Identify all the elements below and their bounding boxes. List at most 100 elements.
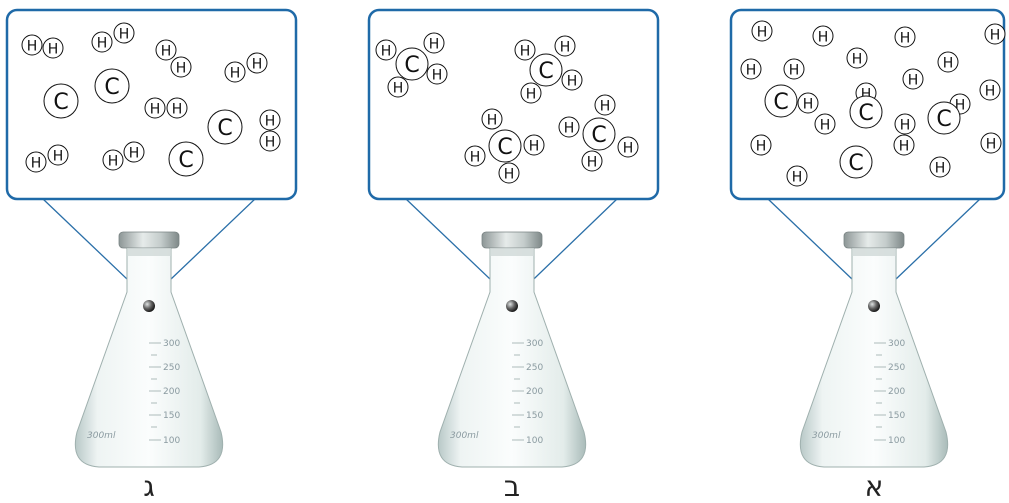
- hydrogen-atom: H: [820, 118, 831, 134]
- carbon-atom: C: [538, 59, 553, 84]
- hydrogen-atom: H: [818, 30, 829, 46]
- zoom-point: [868, 300, 880, 312]
- hydrogen-atom: H: [265, 135, 276, 151]
- hydrogen-atom: H: [53, 149, 64, 165]
- hydrogen-atom: H: [792, 170, 803, 186]
- panel-bet: H H H H C H H H H C H H H H C: [367, 8, 660, 301]
- panel-gimel: H H H H H H H H H H H H: [5, 8, 298, 301]
- hydrogen-atom: H: [943, 56, 954, 72]
- hydrogen-atom: H: [587, 155, 598, 171]
- scale-label: 150: [163, 411, 180, 421]
- hydrogen-atom: H: [97, 36, 108, 52]
- methane-molecule: H H H H C: [558, 94, 639, 172]
- scale-label: 150: [526, 411, 543, 421]
- hydrogen-atom: H: [504, 167, 515, 183]
- hydrogen-atom: H: [31, 156, 42, 172]
- hydrogen-atom: H: [176, 61, 187, 77]
- scale-label: 100: [526, 436, 543, 446]
- scale-label: 100: [163, 436, 180, 446]
- hydrogen-atom: H: [852, 52, 863, 68]
- hydrogen-atom: H: [955, 98, 966, 114]
- carbon-atom: C: [858, 101, 873, 126]
- panel-label-gimel: ג: [143, 470, 155, 503]
- hydrogen-atom: H: [789, 63, 800, 79]
- carbon-atom: C: [404, 53, 419, 78]
- hydrogen-atom: H: [161, 44, 172, 60]
- hydrogen-molecule: H H: [155, 39, 192, 78]
- hydrogen-atom: H: [564, 121, 575, 137]
- methane-molecule: H H H H C: [514, 35, 583, 104]
- scale-label: 200: [163, 387, 180, 397]
- scale-label: 250: [163, 363, 180, 373]
- flask-scale: [874, 342, 886, 441]
- volume-label: 300ml: [450, 431, 479, 441]
- hydrogen-molecule: H H: [21, 34, 64, 59]
- hydrogen-molecule: H H: [25, 144, 69, 173]
- flask-body: [437, 231, 587, 468]
- hydrogen-atom: H: [756, 139, 767, 155]
- hydrogen-atom: H: [27, 39, 38, 55]
- scale-label: 150: [888, 411, 905, 421]
- panel-label-alef: א: [865, 470, 884, 503]
- hydrogen-atom: H: [172, 102, 183, 118]
- flask-body: [799, 231, 949, 468]
- hydrogen-atom: H: [861, 87, 872, 103]
- methane-molecule: H H H H C: [375, 32, 448, 98]
- scale-label: 100: [888, 436, 905, 446]
- hydrogen-atom: H: [487, 113, 498, 129]
- hydrogen-molecule: H H: [144, 97, 188, 119]
- flask-scale: [149, 342, 161, 441]
- flask-bet: 300 250 200 150 100 300ml: [437, 231, 587, 468]
- scale-label: 250: [888, 363, 905, 373]
- scale-label: 300: [163, 339, 180, 349]
- hydrogen-atom: H: [520, 44, 531, 60]
- hydrogen-atom: H: [985, 84, 996, 100]
- hydrogen-atom: H: [899, 139, 910, 155]
- hydrogen-atom: H: [252, 57, 263, 73]
- hydrogen-atom: H: [393, 81, 404, 97]
- flask-alef: 300 250 200 150 100 300ml: [799, 231, 949, 468]
- flask-scale: [512, 342, 524, 441]
- carbon-atom: C: [848, 151, 863, 176]
- hydrogen-molecule: H H: [259, 109, 281, 152]
- zoom-point: [143, 300, 155, 312]
- panel-alef: H H H H H H H H H H H H H H H H H H H H …: [729, 8, 1006, 301]
- carbon-atom: C: [591, 123, 606, 148]
- carbon-atom: C: [773, 90, 788, 115]
- carbon-atom: C: [178, 148, 193, 173]
- hydrogen-atom: H: [908, 73, 919, 89]
- hydrogen-atom: H: [108, 154, 119, 170]
- hydrogen-atom: H: [623, 141, 634, 157]
- volume-label: 300ml: [812, 431, 841, 441]
- particles-bet: H H H H C H H H H C H H H H C: [375, 32, 639, 184]
- scale-label: 250: [526, 363, 543, 373]
- hydrogen-atom: H: [119, 27, 130, 43]
- hydrogen-atom: H: [526, 87, 537, 103]
- hydrogen-atom: H: [900, 118, 911, 134]
- flask-gimel: 300 250 200 150 100 300ml: [74, 231, 224, 468]
- hydrogen-atom: H: [429, 37, 440, 53]
- hydrogen-atom: H: [986, 137, 997, 153]
- hydrogen-atom: H: [529, 139, 540, 155]
- hydrogen-atom: H: [432, 68, 443, 84]
- hydrogen-atom: H: [935, 161, 946, 177]
- carbon-atom: C: [53, 90, 68, 115]
- flask-body: [74, 231, 224, 468]
- zoom-box: [367, 8, 660, 201]
- panel-label-bet: ב: [504, 470, 520, 503]
- hydrogen-atom: H: [600, 99, 611, 115]
- hydrogen-atom: H: [990, 28, 1001, 44]
- scale-label: 200: [888, 387, 905, 397]
- hydrogen-molecule: H H: [102, 141, 145, 171]
- hydrogen-atom: H: [470, 150, 481, 166]
- zoom-point: [506, 300, 518, 312]
- hydrogen-atom: H: [746, 63, 757, 79]
- hydrogen-atom: H: [900, 31, 911, 47]
- hydrogen-atom: H: [150, 102, 161, 118]
- carbon-atom: C: [217, 116, 232, 141]
- carbon-atom: C: [497, 135, 512, 160]
- hydrogen-molecule: H H: [224, 52, 268, 83]
- scale-label: 300: [526, 339, 543, 349]
- hydrogen-atom: H: [803, 97, 814, 113]
